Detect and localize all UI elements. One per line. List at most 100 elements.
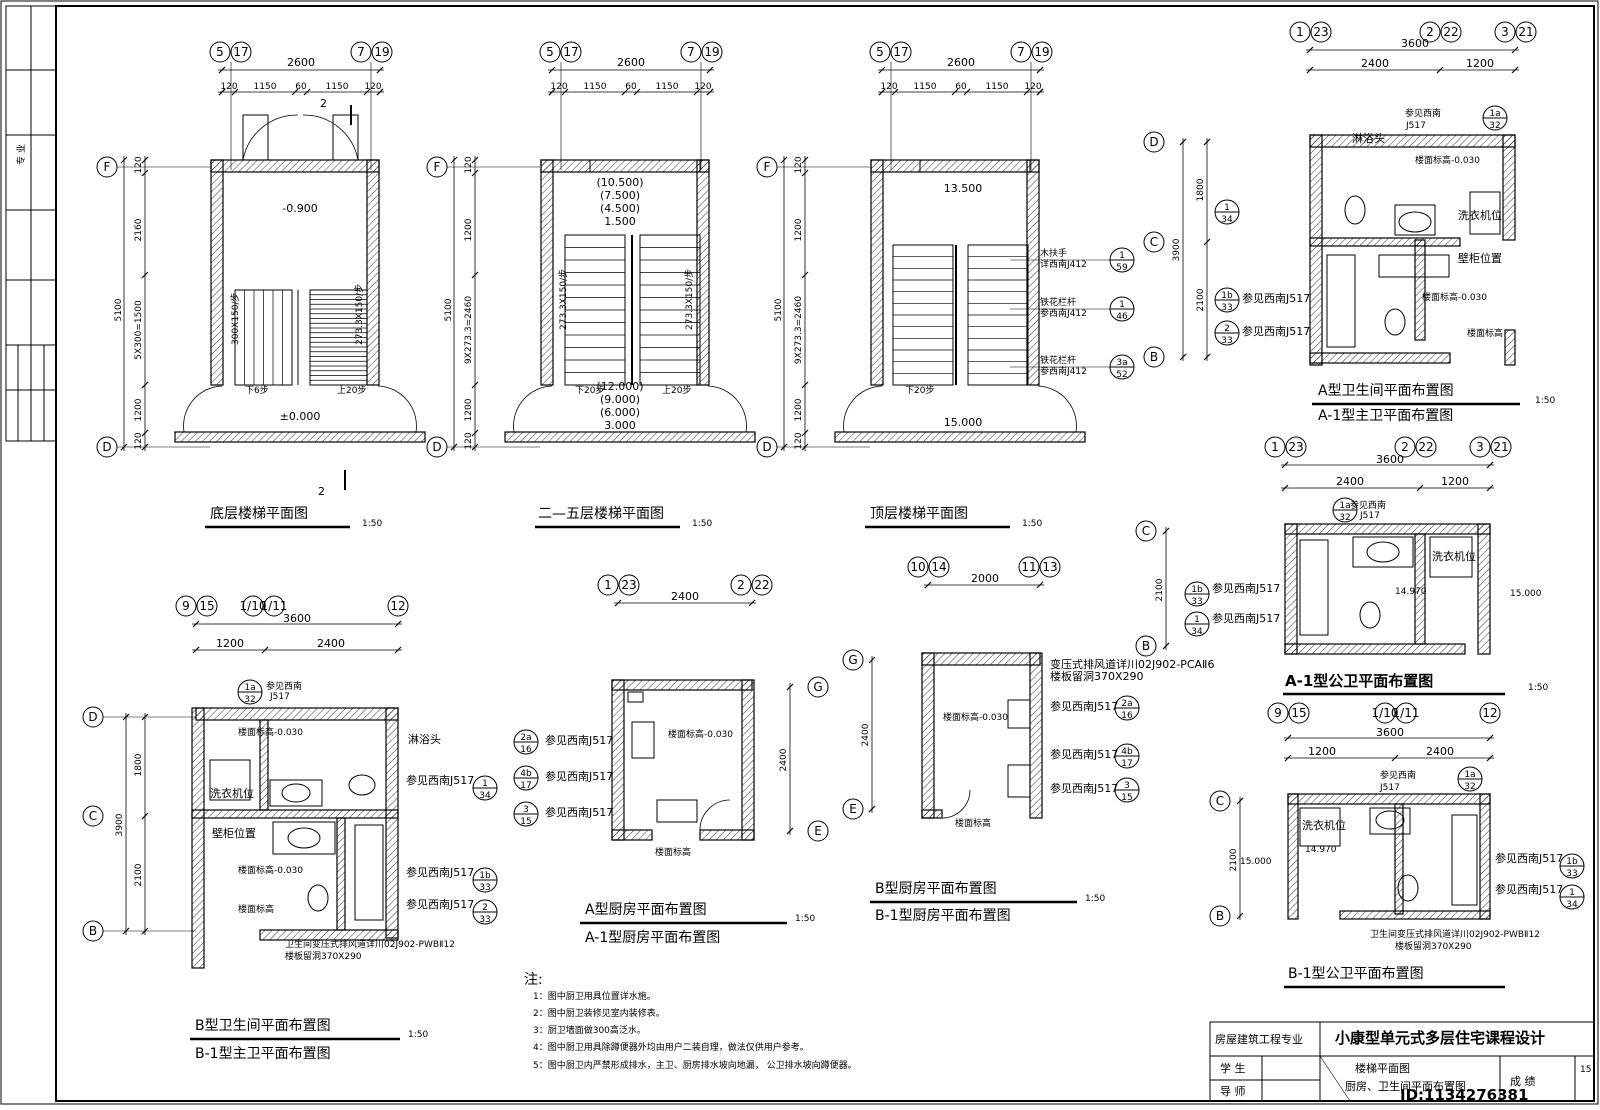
dim-tick bbox=[471, 169, 479, 177]
detail-ref-number: 2 bbox=[482, 903, 488, 913]
axis-bubble bbox=[842, 798, 864, 820]
dim-tick bbox=[122, 713, 130, 721]
dim-tick bbox=[394, 646, 402, 654]
axis-bubble bbox=[701, 41, 723, 63]
axis-bubble bbox=[1494, 21, 1516, 43]
axis-label: 10 bbox=[910, 560, 925, 574]
detail-ref-number: 1 bbox=[1119, 300, 1125, 310]
dim-tick bbox=[1179, 353, 1187, 361]
callout-text: 木扶手 bbox=[1040, 247, 1067, 259]
dim-tick bbox=[748, 599, 756, 607]
wall bbox=[1309, 134, 1323, 366]
wall bbox=[191, 809, 399, 819]
wall bbox=[921, 652, 935, 819]
detail-ref-sheet: 33 bbox=[479, 883, 490, 893]
callout-text: 参见西南 bbox=[1380, 769, 1416, 781]
dim-tick bbox=[218, 66, 226, 74]
axis-bubble bbox=[751, 574, 773, 596]
elevation: 楼面标高 bbox=[655, 846, 691, 858]
callout-text: 参见西南J517 bbox=[406, 773, 474, 787]
dimension-text: 60 bbox=[295, 82, 307, 92]
axis-label: 3 bbox=[1476, 440, 1484, 454]
dimension-text: 2600 bbox=[947, 56, 975, 69]
washing-machine bbox=[1429, 536, 1473, 578]
dim-tick bbox=[621, 88, 629, 96]
dim-tick bbox=[801, 271, 809, 279]
detail-ref-sheet: 33 bbox=[1566, 869, 1577, 879]
elevation: ±0.000 bbox=[280, 410, 321, 423]
axis-bubble bbox=[680, 41, 702, 63]
sink bbox=[1007, 764, 1031, 798]
axis-bubble bbox=[1374, 702, 1396, 724]
washing-machine bbox=[1299, 807, 1341, 847]
stair-wall-left bbox=[210, 159, 224, 386]
axis-bubble bbox=[1285, 436, 1307, 458]
axis-label: 17 bbox=[893, 45, 908, 59]
callout-text: J517 bbox=[1405, 121, 1426, 131]
stair-direction: 上20步 bbox=[662, 385, 691, 396]
wall bbox=[1287, 793, 1491, 805]
washbasin bbox=[287, 827, 321, 849]
axis-label: 1 bbox=[1296, 25, 1304, 39]
stair-direction: 上20步 bbox=[337, 385, 366, 396]
axis-label: 2 bbox=[1401, 440, 1409, 454]
callout-text: 参见西南 bbox=[1405, 107, 1441, 119]
axis-bubble bbox=[371, 41, 393, 63]
axis-label: G bbox=[813, 680, 822, 694]
dimension-text: 2100 bbox=[134, 863, 144, 886]
stair-direction: 下20步 bbox=[575, 385, 604, 396]
detail-ref-sheet: 16 bbox=[520, 745, 532, 755]
dim-tick bbox=[303, 88, 311, 96]
dim-tick bbox=[231, 88, 239, 96]
plan-scale: 1:50 bbox=[1535, 396, 1555, 406]
wall bbox=[611, 679, 625, 841]
watermark-id: ID:1134276381 bbox=[1400, 1086, 1528, 1104]
drawing-name: 厨房、卫生间平面布置图 bbox=[1345, 1079, 1466, 1093]
axis-bubble bbox=[1209, 905, 1231, 927]
vanity bbox=[1369, 807, 1411, 835]
axis-bubble bbox=[539, 41, 561, 63]
axis-bubble bbox=[1394, 436, 1416, 458]
plan-title: 顶层楼梯平面图 bbox=[870, 506, 968, 522]
wall bbox=[1414, 533, 1426, 645]
wall bbox=[1477, 523, 1491, 655]
washbasin bbox=[1375, 810, 1405, 830]
axis-bubble bbox=[1490, 436, 1512, 458]
dim-tick bbox=[1511, 46, 1519, 54]
detail-ref-number: 1 bbox=[1194, 615, 1200, 625]
stair-direction: 下6步 bbox=[245, 385, 269, 396]
axis-bubble bbox=[1515, 21, 1537, 43]
detail-ref-sheet: 17 bbox=[1121, 759, 1132, 769]
plan-title: A-1型主卫平面布置图 bbox=[1318, 408, 1453, 424]
wall bbox=[921, 809, 943, 819]
axis-bubble bbox=[175, 595, 197, 617]
detail-ref-number: 1 bbox=[482, 779, 488, 789]
axis-label: B bbox=[89, 924, 97, 938]
dim-tick bbox=[706, 88, 714, 96]
dimension-text: 120 bbox=[134, 432, 144, 449]
window bbox=[589, 159, 701, 173]
detail-ref-sheet: 59 bbox=[1116, 263, 1128, 273]
axis-bubble bbox=[597, 574, 619, 596]
axis-bubble bbox=[1039, 556, 1061, 578]
wall bbox=[336, 817, 346, 931]
callout-text: 楼板留洞370X290 bbox=[1050, 669, 1144, 683]
dim-tick bbox=[1416, 484, 1424, 492]
dimension-text: 1150 bbox=[254, 82, 277, 92]
axis-label: 2 bbox=[1426, 25, 1434, 39]
elevation: 楼面标高 bbox=[238, 903, 274, 915]
axis-label: 9 bbox=[1274, 706, 1282, 720]
stove bbox=[1007, 699, 1031, 729]
axis-bubble bbox=[242, 595, 264, 617]
dim-tick bbox=[1281, 461, 1289, 469]
callout-text: 参西南J412 bbox=[1040, 365, 1087, 377]
toilet bbox=[1397, 874, 1419, 902]
bathtub bbox=[1326, 254, 1356, 348]
dimension-text: 2600 bbox=[287, 56, 315, 69]
dimension-text: 120 bbox=[550, 82, 567, 92]
detail-ref-sheet: 32 bbox=[244, 695, 255, 705]
dimension-text: 120 bbox=[464, 432, 474, 449]
elevation: 楼面标高-0.030 bbox=[238, 726, 303, 738]
dim-tick bbox=[261, 646, 269, 654]
detail-ref-sheet: 17 bbox=[520, 781, 531, 791]
